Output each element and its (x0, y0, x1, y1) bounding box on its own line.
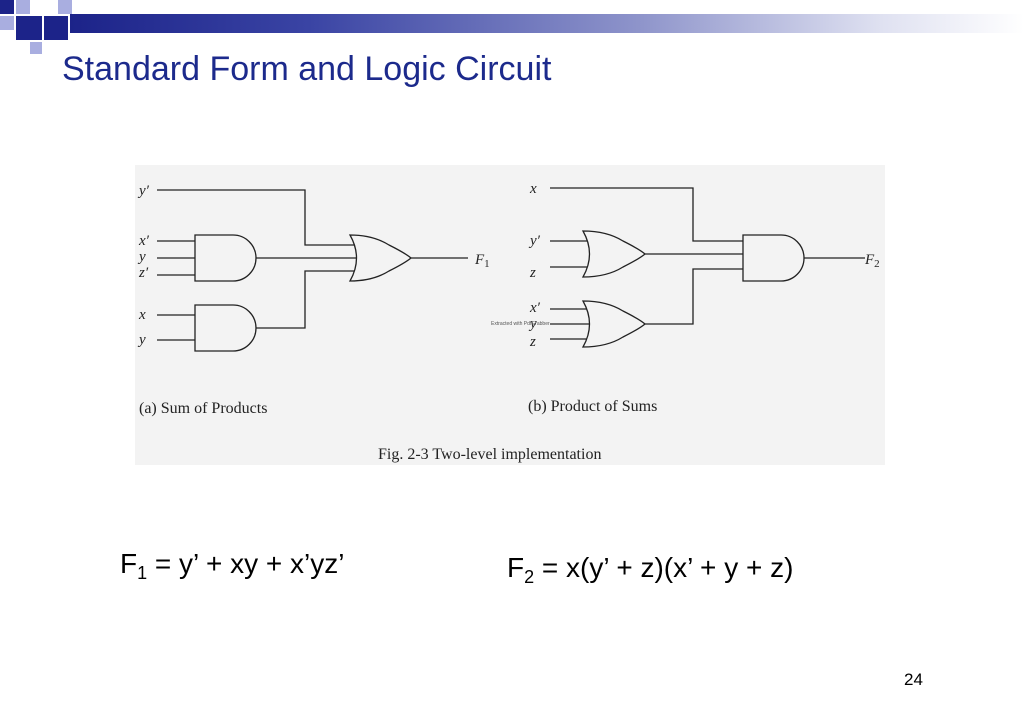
or-gate-1 (581, 230, 647, 278)
equation-f2: F2 = x(y’ + z)(x’ + y + z) (507, 552, 793, 588)
label-a-x: x (138, 307, 146, 323)
label-b-xprime: x′ (529, 300, 541, 316)
header-gradient-bar (70, 14, 1024, 33)
equation-f2-expr: = x(y’ + z)(x’ + y + z) (534, 552, 794, 583)
slide-title: Standard Form and Logic Circuit (62, 50, 552, 88)
and-gate-2 (194, 304, 257, 352)
decor-square-1 (0, 0, 14, 14)
label-a-y1: y (137, 249, 146, 265)
and-gate-1 (194, 234, 257, 282)
page-number: 24 (904, 670, 923, 689)
decor-square-2 (16, 0, 30, 14)
figure-caption: Fig. 2-3 Two-level implementation (378, 446, 601, 463)
label-b-x: x (529, 181, 537, 197)
caption-a: (a) Sum of Products (139, 400, 267, 417)
label-b-z1: z (529, 265, 536, 281)
or-gate-2 (581, 300, 647, 348)
decor-square-4 (0, 16, 14, 30)
label-a-zprime: z′ (138, 265, 149, 281)
label-b-yprime: y′ (528, 233, 541, 249)
label-a-yprime: y′ (137, 183, 150, 199)
equation-f1-expr: = y’ + xy + x’yz’ (147, 548, 345, 579)
equation-f1-var: F (120, 548, 138, 579)
label-f1: F1 (474, 252, 490, 270)
decor-square-3 (58, 0, 72, 14)
circuit-diagram: y′ x′ y z′ x y F1 x y′ z x′ y z F2 Extra… (137, 181, 880, 463)
label-f2: F2 (864, 252, 880, 270)
decor-square-6 (44, 16, 68, 40)
equation-f1: F1 = y’ + xy + x’yz’ (120, 548, 344, 584)
caption-b: (b) Product of Sums (528, 398, 657, 415)
equation-f2-var: F (507, 552, 525, 583)
label-a-y2: y (137, 332, 146, 348)
or-gate-a (348, 234, 413, 282)
label-b-y: y (528, 316, 537, 332)
decor-square-7 (30, 42, 42, 54)
equation-f2-sub: 2 (524, 567, 535, 587)
logic-circuit-figure: y′ x′ y z′ x y F1 x y′ z x′ y z F2 Extra… (135, 165, 885, 465)
label-a-xprime: x′ (138, 233, 150, 249)
label-b-z2: z (529, 334, 536, 350)
watermark: Extracted with PdfGrabber (491, 321, 550, 327)
slide-header-decoration (0, 0, 1024, 54)
and-gate-b (742, 234, 805, 282)
decor-square-5 (16, 16, 42, 40)
equation-f1-sub: 1 (137, 563, 148, 583)
